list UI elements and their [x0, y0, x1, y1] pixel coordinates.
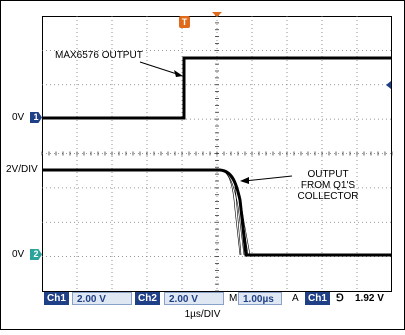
ch1-scale[interactable]: 2.00 V: [72, 292, 132, 305]
ch1-marker-label: 1: [33, 112, 39, 122]
trigger-level-value[interactable]: 1.92 V: [355, 293, 384, 304]
ch2-tag[interactable]: Ch2: [135, 292, 160, 305]
scale-label: 2V/DIV: [6, 164, 38, 175]
ch2-marker-label: 2: [33, 249, 39, 259]
max6576-arrow: [139, 61, 181, 76]
ch1-level-label: 0V: [12, 112, 25, 123]
scope-status-bar: Ch1 2.00 V Ch2 2.00 V M 1.00µs A Ch1 ⅁ 1…: [42, 292, 392, 305]
collector-arrow: [243, 175, 293, 182]
collector-label-line2: FROM Q1'S: [300, 180, 356, 191]
trigger-a-label: A: [292, 293, 299, 304]
trigger-marker-icon: T: [179, 16, 190, 28]
collector-label-line3: COLLECTOR: [297, 191, 359, 202]
trigger-marker-label: T: [181, 17, 188, 27]
ch2-marker-icon: 2: [30, 249, 42, 260]
max6576-output-label: MAX6576 OUTPUT: [55, 50, 143, 61]
ch1-trace: [42, 56, 392, 120]
timebase-value[interactable]: 1.00µs: [238, 292, 282, 305]
trigger-source-tag[interactable]: Ch1: [305, 292, 330, 305]
collector-label-line1: OUTPUT: [307, 169, 349, 180]
ch2-scale[interactable]: 2.00 V: [164, 292, 224, 305]
timebase-caption: 1µs/DIV: [184, 309, 221, 320]
ch1-marker-icon: 1: [30, 112, 42, 123]
trigger-level-icon: [386, 81, 391, 89]
ch1-tag[interactable]: Ch1: [44, 292, 69, 305]
trigger-position-icon: [212, 12, 222, 17]
ch2-trace: [42, 168, 392, 257]
ch2-level-label: 0V: [12, 249, 25, 260]
trigger-edge-icon: ⅁: [336, 293, 344, 304]
timebase-m-label: M: [229, 293, 238, 304]
